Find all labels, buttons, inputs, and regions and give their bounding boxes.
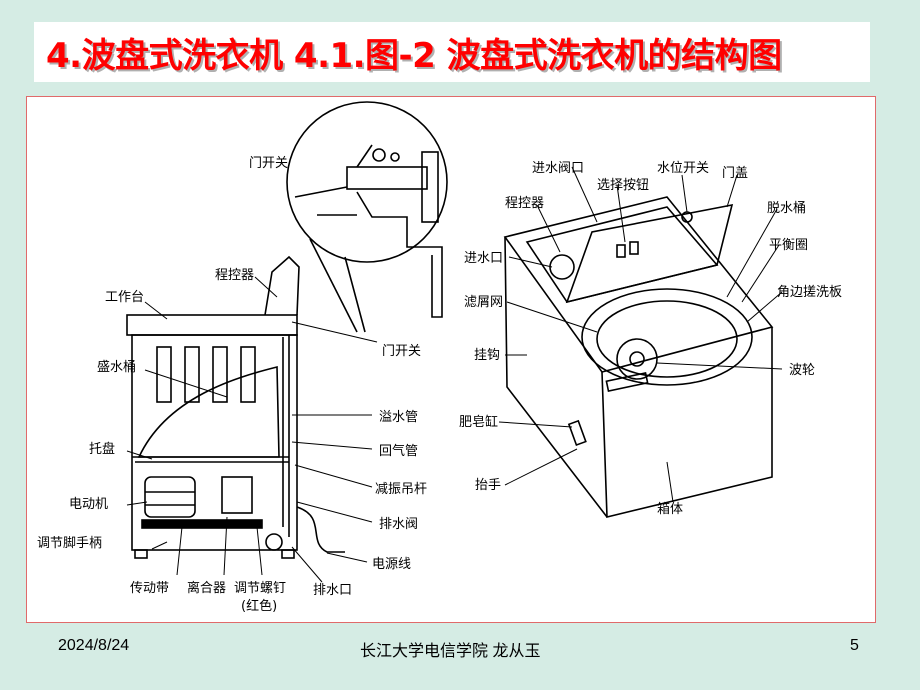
label-adjust-screw: 调节螺钉 xyxy=(234,581,286,596)
label-soap-box: 肥皂缸 xyxy=(459,414,498,430)
belt xyxy=(141,519,263,529)
label-inlet-valve: 进水阀口 xyxy=(532,161,584,176)
label-balance-ring: 平衡圈 xyxy=(769,238,808,253)
structure-figure: 门开关 程控器 工作台 盛水桶 托盘 电动机 调节脚手柄 传动带 离合器 调节螺… xyxy=(26,96,876,623)
slide-title: 4.波盘式洗衣机 4.1.图-2 波盘式洗衣机的结构图 xyxy=(46,36,782,76)
label-foot-handle: 调节脚手柄 xyxy=(37,535,102,551)
label-select-button: 选择按钮 xyxy=(597,178,649,193)
clutch xyxy=(221,476,253,514)
footer-author: 长江大学电信学院 龙从玉 xyxy=(360,643,541,660)
label-inlet: 进水口 xyxy=(464,251,503,266)
programmer-knob xyxy=(549,254,575,280)
title-bar: 4.波盘式洗衣机 4.1.图-2 波盘式洗衣机的结构图 xyxy=(34,22,870,82)
label-corner-board: 角边搓洗板 xyxy=(777,284,842,300)
pulsator xyxy=(616,338,658,380)
water-tub xyxy=(137,365,280,458)
label-drain-valve: 排水阀 xyxy=(379,517,418,532)
label-power-cord: 电源线 xyxy=(372,557,411,572)
label-clutch: 离合器 xyxy=(187,580,226,596)
footer-page-number: 5 xyxy=(850,637,859,654)
door-cover xyxy=(565,203,734,304)
label-door-switch-top: 门开关 xyxy=(249,156,288,171)
spin-tub xyxy=(581,288,753,386)
cabinet-right xyxy=(601,327,773,519)
label-programmer-left: 程控器 xyxy=(215,268,254,283)
label-water-level-switch: 水位开关 xyxy=(657,161,709,176)
label-damper-rod: 减振吊杆 xyxy=(375,482,427,497)
label-belt: 传动带 xyxy=(130,581,169,596)
footer-date: 2024/8/24 xyxy=(58,637,130,654)
label-pulsator: 波轮 xyxy=(789,363,815,378)
label-door-switch: 门开关 xyxy=(382,344,421,359)
label-lift-handle: 抬手 xyxy=(475,478,501,493)
label-cabinet: 箱体 xyxy=(657,501,683,517)
label-air-return-pipe: 回气管 xyxy=(379,443,418,459)
label-red: (红色) xyxy=(241,598,277,614)
label-overflow-pipe: 溢水管 xyxy=(379,410,418,425)
detail-circle xyxy=(286,101,448,263)
motor xyxy=(144,476,196,518)
detail-leader xyxy=(309,238,358,333)
label-lint-filter: 滤屑网 xyxy=(464,295,503,310)
label-spin-tub: 脱水桶 xyxy=(767,201,806,216)
label-water-tub: 盛水桶 xyxy=(97,360,136,375)
label-drain-outlet: 排水口 xyxy=(313,583,352,598)
worktable xyxy=(126,314,298,336)
label-programmer-right: 程控器 xyxy=(505,196,544,211)
label-worktable: 工作台 xyxy=(105,290,144,305)
drain-outlet xyxy=(265,533,283,551)
label-motor: 电动机 xyxy=(69,497,108,512)
label-tray: 托盘 xyxy=(89,441,115,457)
label-door-cover: 门盖 xyxy=(722,166,748,181)
washer-diagram: 门开关 程控器 工作台 盛水桶 托盘 电动机 调节脚手柄 传动带 离合器 调节螺… xyxy=(37,101,842,614)
label-hook: 挂钩 xyxy=(474,348,500,363)
